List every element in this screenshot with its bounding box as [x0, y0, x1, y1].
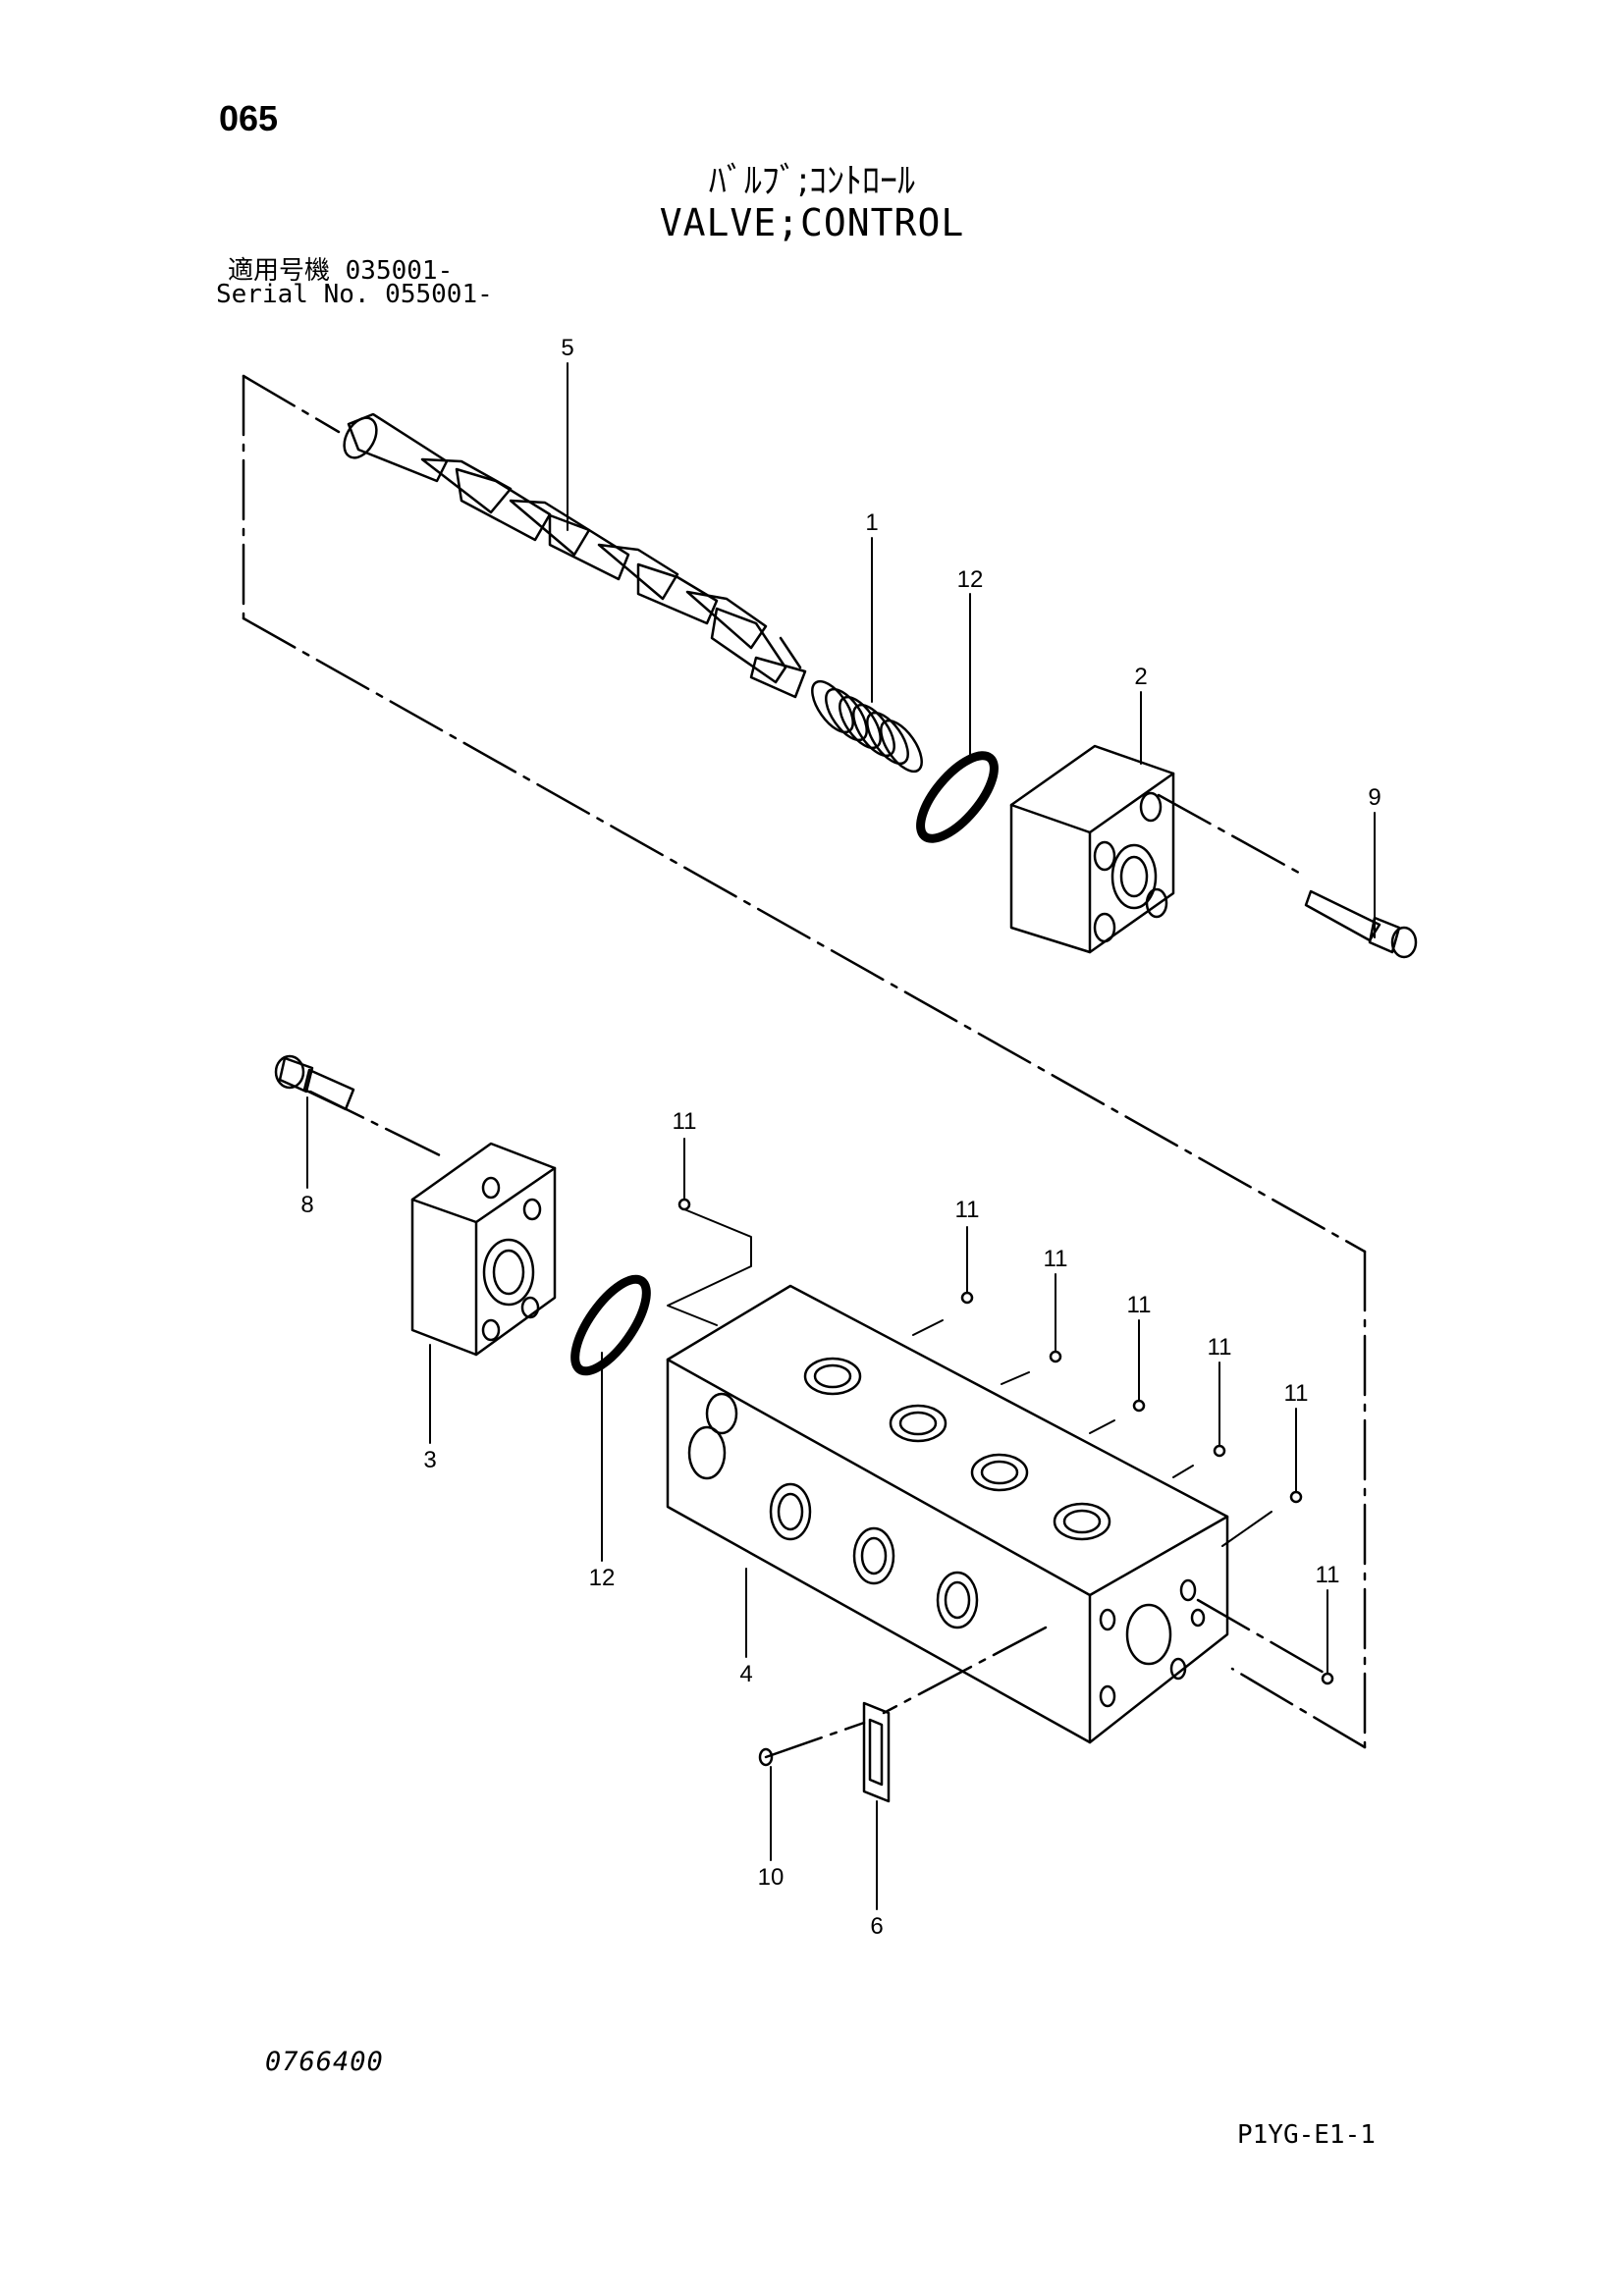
callout-label-11: 11: [1316, 1562, 1340, 1588]
plug-markers: [677, 1198, 1334, 1685]
callout-label-6: 6: [870, 1913, 883, 1940]
bolt-8: [274, 1054, 355, 1111]
callout-label-12-upper: 12: [957, 566, 984, 593]
o-ring-upper: [916, 751, 999, 843]
callout-label-4: 4: [739, 1661, 752, 1687]
page-number: 065: [219, 98, 279, 138]
assembly-frame-lines: [242, 374, 1367, 1759]
callout-label-2: 2: [1134, 664, 1147, 690]
name-plate-part: [862, 1701, 891, 1803]
title-japanese: ﾊﾞﾙﾌﾞ;ｺﾝﾄﾛｰﾙ: [708, 161, 916, 201]
callout-label-11: 11: [1284, 1380, 1309, 1407]
spring-part: [811, 679, 923, 774]
sheet-code: P1YG-E1-1: [1237, 2120, 1376, 2150]
bolt-9: [1304, 889, 1418, 959]
serial-range-japanese: 適用号機 035001-: [228, 256, 454, 286]
serial-range: Serial No. 055001-: [216, 280, 493, 309]
callout-label-5: 5: [561, 335, 573, 361]
callout-label-11: 11: [1044, 1246, 1068, 1272]
cover-lower-part: [410, 1142, 557, 1357]
callout-label-3: 3: [423, 1447, 436, 1473]
cover-upper-part: [1009, 744, 1175, 954]
o-ring-lower: [570, 1274, 651, 1376]
spool-part: [343, 412, 807, 699]
callout-label-11: 11: [1127, 1292, 1152, 1318]
callout-label-1: 1: [865, 509, 878, 536]
callout-label-8: 8: [300, 1192, 313, 1218]
callout-label-12-lower: 12: [589, 1565, 616, 1591]
callout-label-11: 11: [955, 1197, 980, 1223]
callout-label-11: 11: [673, 1108, 697, 1135]
callout-label-10: 10: [758, 1864, 785, 1891]
callout-label-9: 9: [1368, 784, 1380, 811]
callout-label-11: 11: [1208, 1334, 1232, 1361]
drawing-number: 0766400: [265, 2047, 384, 2077]
leader-lines: [306, 362, 1376, 1910]
screw-10: [758, 1747, 774, 1767]
valve-body-part: [666, 1284, 1229, 1744]
page-title: VALVE;CONTROL: [659, 201, 965, 244]
